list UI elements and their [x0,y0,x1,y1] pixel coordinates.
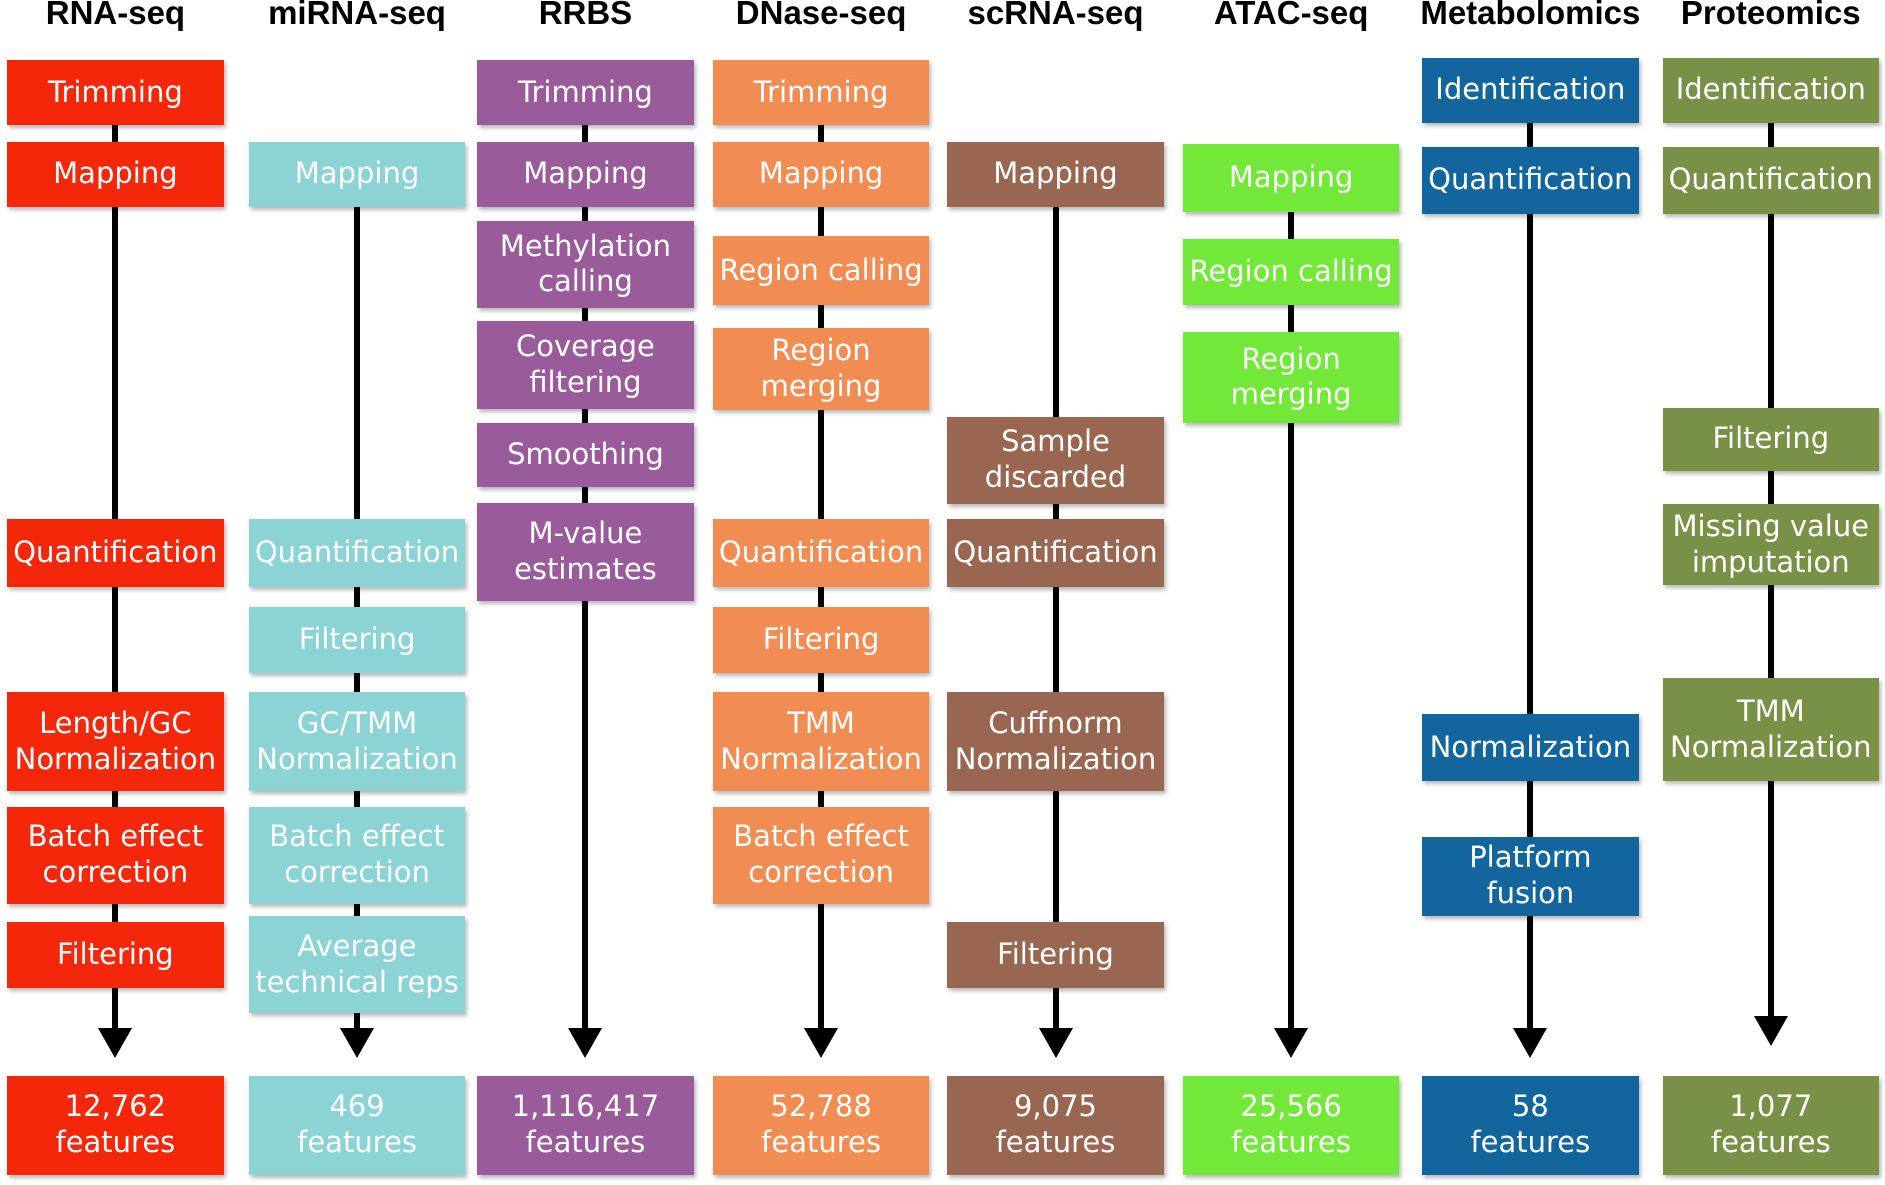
step-box-m-value-estimates: M-value estimates [477,502,694,602]
flow-line [1527,108,1534,1034]
step-box-platform-fusion: Platform fusion [1422,836,1639,917]
step-box-mapping: Mapping [1182,144,1400,212]
step-box-gc-tmm-normalization: GC/TMM Normalization [248,692,466,791]
step-box-quantification: Quantification [947,519,1164,587]
column-title: RRBS [538,0,633,31]
flow-arrowhead-icon [804,1027,839,1058]
step-box-identification: Identification [1422,57,1639,123]
step-box-mapping: Mapping [712,141,930,207]
step-box-methylation-calling: Methylation calling [477,221,694,308]
step-box-quantification: Quantification [712,519,930,587]
flow-arrowhead-icon [98,1027,133,1058]
column-title: scRNA-seq [967,0,1144,31]
column-title: DNase-seq [735,0,907,31]
step-box-trimming: Trimming [7,60,224,125]
step-box-tmm-normalization: TMM Normalization [1662,678,1879,782]
step-box-trimming: Trimming [477,60,694,125]
step-box-batch-effect-correction: Batch effect correction [712,806,930,905]
step-box-mapping: Mapping [947,141,1164,207]
step-box-batch-effect-correction: Batch effect correction [248,806,466,905]
step-box-quantification: Quantification [1422,146,1639,214]
flow-arrowhead-icon [568,1027,603,1058]
feature-count-box: 1,116,417 features [477,1075,694,1175]
step-box-region-merging: Region merging [712,328,930,410]
step-box-normalization: Normalization [1422,714,1639,782]
feature-count-box: 58 features [1422,1075,1639,1175]
step-box-quantification: Quantification [248,519,466,587]
step-box-region-calling: Region calling [712,235,930,306]
step-box-filtering: Filtering [248,607,466,674]
feature-count-box: 1,077 features [1662,1075,1879,1175]
flow-line [1288,192,1295,1034]
step-box-coverage-filtering: Coverage filtering [477,320,694,409]
flow-arrowhead-icon [1753,1015,1788,1046]
column-title: Metabolomics [1420,0,1641,31]
column-title: Proteomics [1680,0,1861,31]
step-box-filtering: Filtering [712,607,930,674]
feature-count-box: 52,788 features [712,1075,930,1175]
step-box-sample-discarded: Sample discarded [947,417,1164,504]
step-box-length-gc-normalization: Length/GC Normalization [7,692,224,791]
step-box-quantification: Quantification [7,519,224,587]
column-title: miRNA-seq [268,0,446,31]
feature-count-box: 9,075 features [947,1075,1164,1175]
step-box-trimming: Trimming [712,60,930,125]
feature-count-box: 469 features [248,1075,466,1175]
step-box-region-calling: Region calling [1182,239,1400,306]
step-box-smoothing: Smoothing [477,423,694,487]
flow-arrowhead-icon [1274,1027,1309,1058]
step-box-mapping: Mapping [7,141,224,207]
flow-arrowhead-icon [1038,1027,1073,1058]
step-box-tmm-normalization: TMM Normalization [712,692,930,791]
step-box-region-merging: Region merging [1182,331,1400,424]
flow-arrowhead-icon [340,1027,375,1058]
step-box-filtering: Filtering [7,922,224,989]
step-box-mapping: Mapping [477,141,694,207]
step-box-filtering: Filtering [947,922,1164,989]
step-box-identification: Identification [1662,57,1879,123]
flow-arrowhead-icon [1513,1027,1548,1058]
column-title: ATAC-seq [1213,0,1369,31]
step-box-missing-value-imputation: Missing value imputation [1662,503,1879,586]
flow-line [1052,192,1059,1034]
step-box-batch-effect-correction: Batch effect correction [7,806,224,905]
feature-count-box: 25,566 features [1182,1075,1400,1175]
step-box-average-technical-reps: Average technical reps [248,916,466,1014]
step-box-filtering: Filtering [1662,407,1879,472]
step-box-mapping: Mapping [248,141,466,207]
step-box-cuffnorm-normalization: Cuffnorm Normalization [947,692,1164,791]
feature-count-box: 12,762 features [7,1075,224,1175]
step-box-quantification: Quantification [1662,146,1879,214]
column-title: RNA-seq [45,0,186,31]
